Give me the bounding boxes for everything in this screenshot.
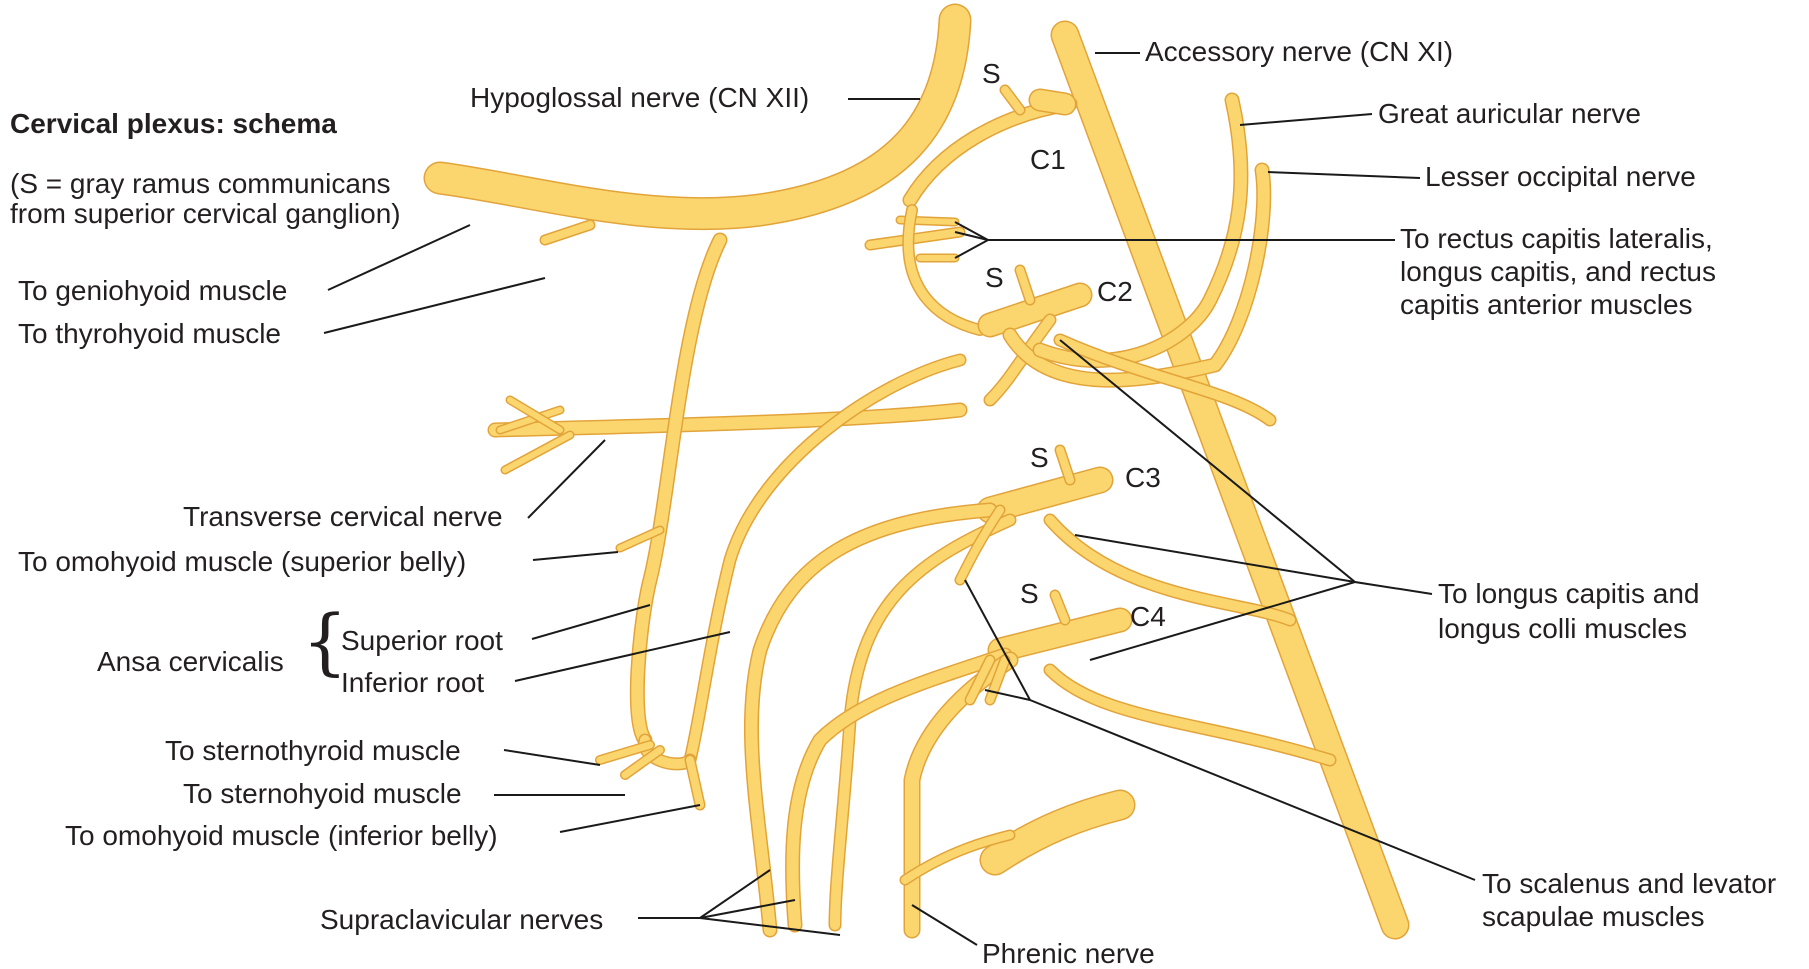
leader-omohyoid-superior [533, 552, 618, 560]
c1-s-ramus [1005, 90, 1020, 110]
label-scalenus-line-2: scapulae muscles [1482, 903, 1705, 931]
hypoglossal-nerve [440, 20, 955, 214]
leader-great-auricular [1240, 114, 1372, 125]
leader-rectus [955, 222, 1395, 240]
note-line-1: (S = gray ramus communicans [10, 170, 390, 198]
leader-phrenic [912, 905, 977, 945]
c4-trunk [1000, 620, 1120, 650]
leader-thyrohyoid [324, 278, 545, 333]
label-c3: C3 [1125, 464, 1161, 492]
label-longus-line-2: longus colli muscles [1438, 615, 1687, 643]
label-s-c3: S [1030, 444, 1049, 472]
label-superior-root: Superior root [341, 627, 503, 655]
leader-supraclavicular-a [638, 870, 770, 918]
label-s-c4: S [1020, 580, 1039, 608]
leader-sternothyroid [504, 750, 600, 765]
c1-c2-loop [908, 210, 980, 330]
label-transverse-cervical-nerve: Transverse cervical nerve [183, 503, 503, 531]
label-ansa-cervicalis: Ansa cervicalis [97, 648, 284, 676]
label-c2: C2 [1097, 278, 1133, 306]
omohyoid-inferior-branch [690, 760, 700, 805]
nerve-drawing [440, 20, 1395, 930]
leader-lesser-occipital [1268, 172, 1420, 178]
label-sternothyroid: To sternothyroid muscle [165, 737, 461, 765]
label-omohyoid-inferior: To omohyoid muscle (inferior belly) [65, 822, 498, 850]
label-thyrohyoid: To thyrohyoid muscle [18, 320, 281, 348]
diagram-title: Cervical plexus: schema [10, 110, 337, 138]
label-omohyoid-superior: To omohyoid muscle (superior belly) [18, 548, 466, 576]
c2-s-ramus [1020, 270, 1030, 300]
c3-trunk [990, 480, 1100, 510]
transverse-cervical-nerve [495, 410, 960, 430]
c1-stump [1040, 100, 1065, 104]
label-longus-line-1: To longus capitis and [1438, 580, 1700, 608]
label-s-c2: S [985, 264, 1004, 292]
label-hypoglossal-nerve: Hypoglossal nerve (CN XII) [470, 84, 809, 112]
label-c1: C1 [1030, 146, 1066, 174]
leader-omohyoid-inferior [560, 805, 700, 832]
tc-branch-3 [505, 435, 570, 470]
note-line-2: from superior cervical ganglion) [10, 200, 401, 228]
c4-to-accessory [1050, 670, 1330, 760]
leader-rectus-b [955, 240, 988, 258]
label-accessory-nerve: Accessory nerve (CN XI) [1145, 38, 1453, 66]
thyrohyoid-branch [545, 225, 590, 240]
leader-geniohyoid [328, 225, 470, 290]
label-rectus-line-3: capitis anterior muscles [1400, 291, 1693, 319]
label-rectus-line-2: longus capitis, and rectus [1400, 258, 1716, 286]
label-rectus-line-1: To rectus capitis lateralis, [1400, 225, 1713, 253]
label-scalenus-line-1: To scalenus and levator [1482, 870, 1776, 898]
label-s-c1: S [982, 60, 1001, 88]
label-inferior-root: Inferior root [341, 669, 484, 697]
label-phrenic-nerve: Phrenic nerve [982, 940, 1155, 968]
c3-s-ramus [1060, 450, 1070, 480]
c1-twig-1 [870, 232, 960, 245]
label-great-auricular-nerve: Great auricular nerve [1378, 100, 1641, 128]
label-lesser-occipital-nerve: Lesser occipital nerve [1425, 163, 1696, 191]
label-sternohyoid: To sternohyoid muscle [183, 780, 462, 808]
leader-inferior-root [515, 632, 730, 681]
label-supraclavicular-nerves: Supraclavicular nerves [320, 906, 603, 934]
leader-superior-root [532, 605, 650, 639]
label-geniohyoid: To geniohyoid muscle [18, 277, 287, 305]
c4-s-ramus [1055, 595, 1065, 620]
label-c4: C4 [1130, 603, 1166, 631]
